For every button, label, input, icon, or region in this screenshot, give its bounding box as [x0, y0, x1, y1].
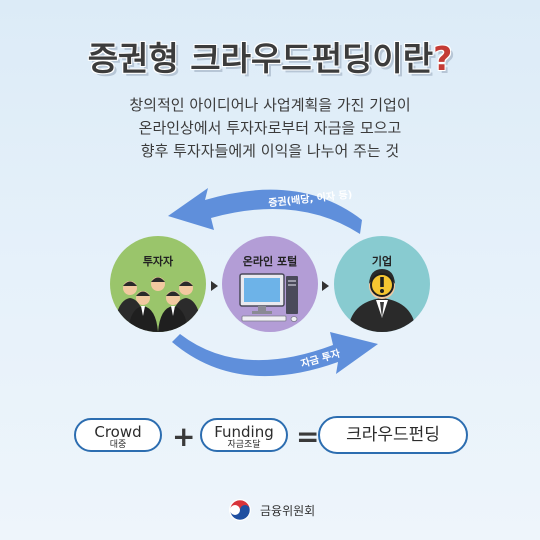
- organization-name: 금융위원회: [260, 503, 316, 518]
- crowd-term-pill: Crowd 대중: [74, 418, 162, 452]
- description-line-3: 향후 투자자들에게 이익을 나누어 주는 것: [140, 142, 400, 160]
- portal-circle: 온라인 포털: [222, 236, 318, 332]
- equals-sign: =: [296, 420, 320, 453]
- computer-icon: [239, 273, 298, 322]
- description: 창의적인 아이디어나 사업계획을 가진 기업이 온라인상에서 투자자로부터 자금…: [0, 94, 540, 163]
- portal-label: 온라인 포털: [242, 255, 298, 268]
- investors-label: 투자자: [142, 255, 174, 268]
- company-label: 기업: [371, 255, 393, 268]
- funding-term-pill: Funding 자금조달: [200, 418, 288, 452]
- crowdfunding-word: 크라우드펀딩: [346, 425, 440, 445]
- page-title: 증권형 크라우드펀딩이란?: [0, 32, 540, 80]
- crowd-word: Crowd: [94, 423, 142, 441]
- crowd-meaning: 대중: [109, 440, 127, 450]
- businessperson-icon: [348, 269, 416, 332]
- investment-arrow: [172, 332, 378, 377]
- crowdfunding-result-pill: 크라우드펀딩: [318, 416, 468, 454]
- description-line-2: 온라인상에서 투자자로부터 자금을 모으고: [138, 119, 402, 137]
- description-line-1: 창의적인 아이디어나 사업계획을 가진 기업이: [129, 96, 411, 114]
- arrow-right-icon: [211, 281, 218, 291]
- footer: 금융위원회: [228, 497, 315, 523]
- investors-people-icon: [114, 277, 202, 332]
- title-text: 증권형 크라우드펀딩이란: [87, 39, 434, 78]
- plus-sign: +: [172, 420, 196, 453]
- investors-circle: 투자자: [110, 236, 206, 332]
- funding-word: Funding: [214, 423, 274, 441]
- arrow-right-icon: [322, 281, 329, 291]
- securities-arrow: [168, 188, 362, 234]
- taegeuk-emblem-icon: [229, 499, 251, 521]
- funding-meaning: 자금조달: [227, 440, 261, 450]
- company-circle: 기업: [334, 236, 430, 332]
- title-question-mark: ?: [433, 39, 453, 78]
